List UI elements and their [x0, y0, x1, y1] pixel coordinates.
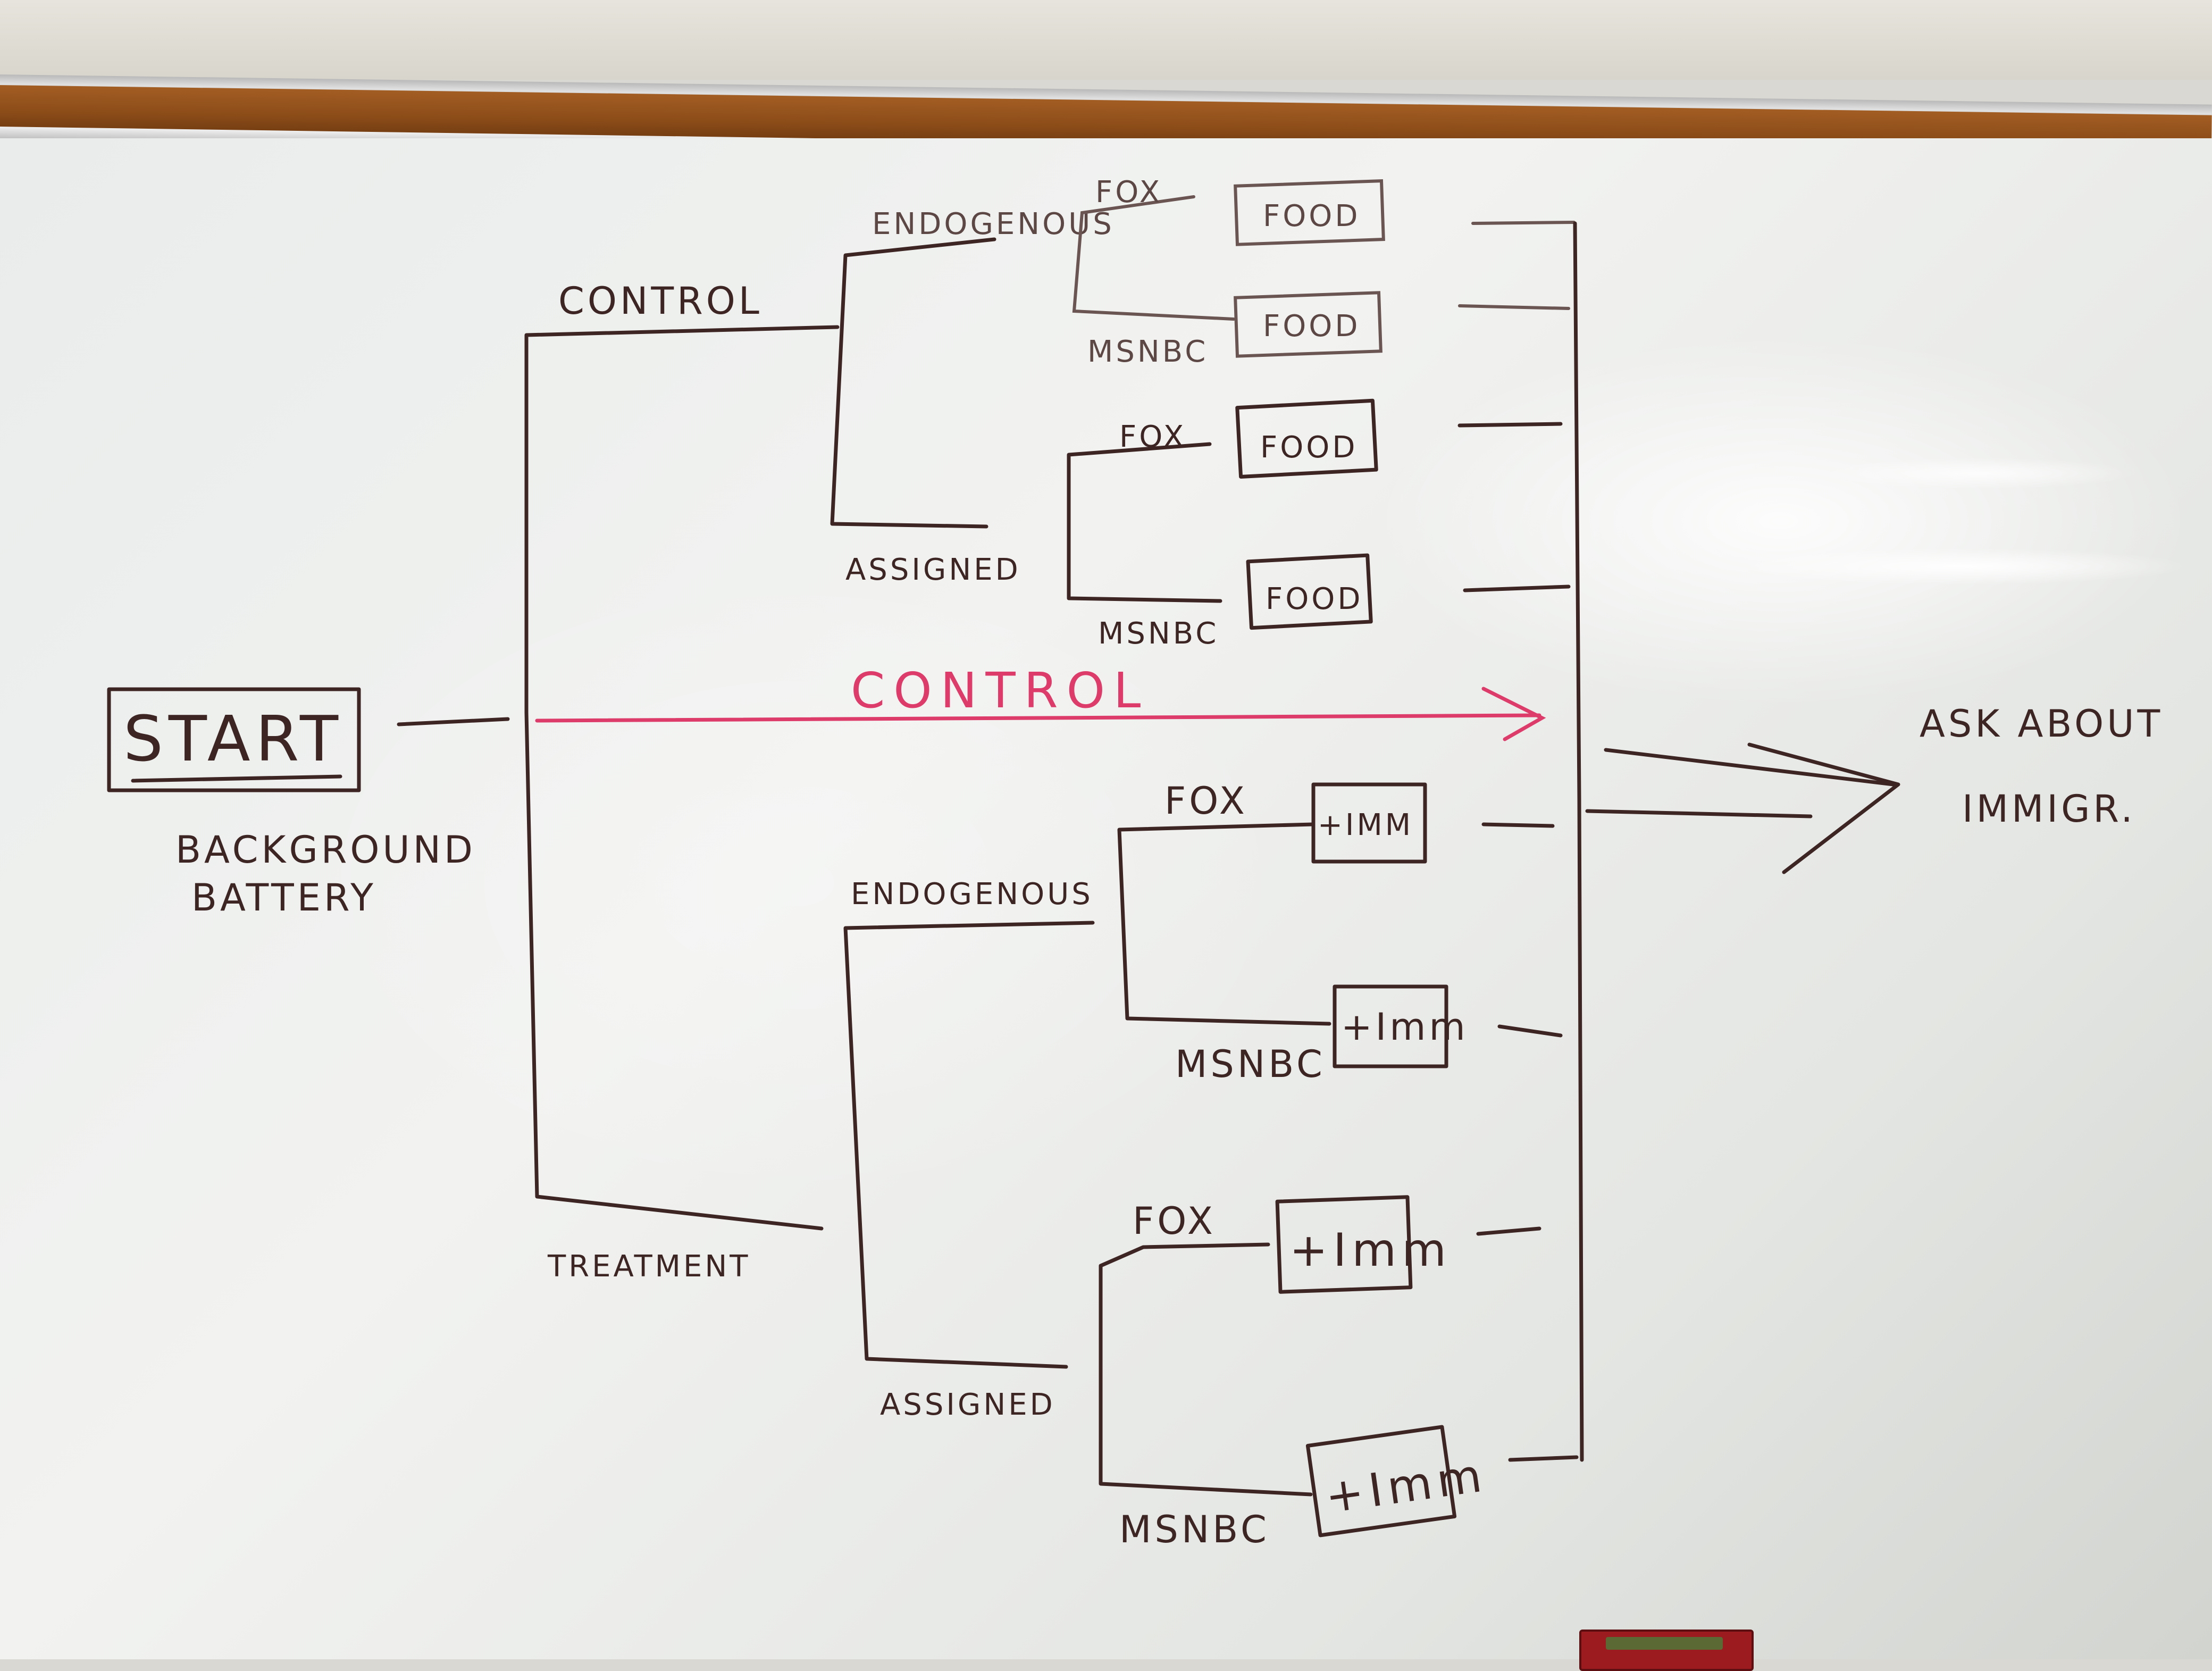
outcome-label-line1: ASK ABOUT: [1920, 702, 2163, 746]
wall: [0, 0, 2212, 80]
treatment-assigned-label: ASSIGNED: [880, 1388, 1055, 1422]
control-endo-media-bracket: [1072, 195, 1235, 321]
background-battery-line2: BATTERY: [191, 876, 376, 920]
eraser-label-sticker: [1606, 1637, 1723, 1650]
background-battery-line1: BACKGROUND: [175, 828, 476, 872]
outcome-stub: [1471, 221, 1576, 225]
outcome-stub: [1458, 304, 1570, 310]
treatment-endo-msnbc-label: MSNBC: [1175, 1042, 1326, 1086]
start-connector: [397, 717, 510, 726]
control-endo-fox-food-label: FOOD: [1263, 199, 1361, 233]
treatment-arm-bracket: [843, 921, 1095, 1369]
outcome-collector-line: [1573, 221, 1584, 1462]
control-assigned-fox-food-box: [1235, 398, 1378, 479]
treatment-endo-msnbc-imm-box: [1333, 984, 1448, 1068]
treatment-endo-fox-imm-box: [1311, 782, 1427, 864]
treatment-branch-label: TREATMENT: [547, 1249, 750, 1284]
treatment-endo-media-bracket: [1117, 822, 1331, 1026]
light-glare: [1819, 457, 2138, 489]
treatment-endo-fox-label: FOX: [1164, 779, 1248, 823]
control-assigned-media-bracket: [1067, 442, 1222, 603]
treatment-endo-msnbc-imm-label: +Imm: [1341, 1005, 1469, 1049]
treatment-assigned-media-bracket: [1099, 1242, 1313, 1497]
control-assigned-msnbc-label: MSNBC: [1098, 616, 1219, 651]
control-endo-msnbc-food-label: FOOD: [1263, 309, 1361, 344]
control-assigned-label: ASSIGNED: [845, 553, 1021, 587]
treatment-assigned-fox-imm-box: [1275, 1195, 1413, 1294]
outcome-stub: [1497, 1024, 1563, 1038]
start-label: START: [123, 702, 343, 775]
treatment-assigned-msnbc-imm-box: [1305, 1425, 1457, 1538]
outcome-arrow-bottom: [1585, 809, 1813, 818]
treatment-endogenous-label: ENDOGENOUS: [851, 877, 1093, 912]
start-box-double-line: [131, 774, 342, 783]
control-assigned-fox-food-label: FOOD: [1260, 430, 1358, 465]
control-assigned-msnbc-food-box: [1246, 553, 1373, 630]
control-endo-fox-label: FOX: [1095, 175, 1162, 210]
outcome-stub: [1476, 1226, 1541, 1236]
treatment-assigned-msnbc-label: MSNBC: [1119, 1508, 1270, 1551]
treatment-assigned-fox-label: FOX: [1133, 1199, 1216, 1243]
start-box: [107, 687, 361, 792]
treatment-assigned-fox-imm-label: +Imm: [1289, 1224, 1452, 1277]
outcome-stub: [1508, 1455, 1579, 1462]
pure-control-arrow: [535, 713, 1541, 723]
control-assigned-fox-label: FOX: [1119, 420, 1186, 454]
outcome-arrowhead: [1747, 742, 1900, 874]
control-arm-bracket: [830, 237, 996, 529]
whiteboard-eraser: [1579, 1630, 1754, 1671]
treatment-assigned-msnbc-imm-label: +Imm: [1322, 1449, 1490, 1524]
control-endo-fox-food-box: [1234, 179, 1385, 246]
control-endo-msnbc-food-box: [1234, 291, 1382, 358]
light-glare: [1733, 548, 2191, 585]
top-split-bracket: [524, 325, 840, 1231]
treatment-endo-fox-imm-label: +IMM: [1318, 808, 1413, 842]
outcome-stub: [1463, 584, 1571, 592]
whiteboard: [0, 138, 2212, 1659]
pure-control-label: CONTROL: [851, 662, 1149, 719]
outcome-stub: [1481, 822, 1555, 828]
outcome-stub: [1457, 422, 1563, 428]
outcome-arrow-top: [1604, 748, 1895, 787]
control-endo-msnbc-label: MSNBC: [1087, 335, 1208, 369]
control-assigned-msnbc-food-label: FOOD: [1266, 582, 1363, 616]
outcome-label-line2: IMMIGR.: [1962, 787, 2136, 831]
pure-control-arrowhead: [1481, 687, 1546, 741]
control-endogenous-label: ENDOGENOUS: [872, 207, 1115, 241]
control-branch-label: CONTROL: [558, 279, 763, 323]
